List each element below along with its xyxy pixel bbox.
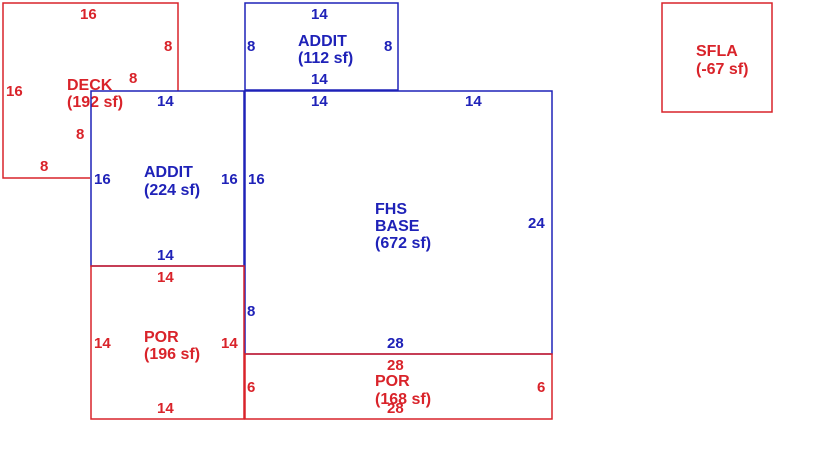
deck-labels: DECK (192 sf) 16 16 8 8 8 8 — [6, 6, 172, 175]
addit-left-area-value: (224 sf) — [144, 182, 200, 199]
base-name-line2: BASE — [375, 218, 420, 235]
deck-dim-top: 16 — [80, 6, 97, 23]
por-left-outline — [90, 265, 245, 420]
por-left-name: POR — [144, 329, 179, 346]
por-bottom-dim-top: 28 — [387, 357, 404, 374]
por-bottom-area-value: (168 sf) — [375, 391, 431, 408]
deck-area — [2, 2, 179, 179]
addit-top-name: ADDIT — [298, 33, 347, 50]
por-bottom-name: POR — [375, 373, 410, 390]
addit-top-dim-bottom: 14 — [311, 71, 328, 88]
deck-dim-left: 16 — [6, 83, 23, 100]
por-left-dim-right: 14 — [221, 335, 238, 352]
addit-top-dim-top: 14 — [311, 6, 328, 23]
base-dim-bottom: 28 — [387, 335, 404, 352]
deck-area-value: (192 sf) — [67, 94, 123, 111]
addit-top-labels: ADDIT (112 sf) 14 14 8 8 — [247, 6, 392, 88]
base-dim-top-right: 14 — [465, 93, 482, 110]
por-bottom-dim-bottom: 28 — [387, 400, 404, 417]
por-bottom-labels: POR (168 sf) 28 28 6 6 — [247, 357, 545, 417]
addit-top-dim-left: 8 — [247, 38, 255, 55]
base-dim-left-upper: 16 — [248, 171, 265, 188]
deck-dim-bottom: 8 — [40, 158, 48, 175]
base-dim-right: 24 — [528, 215, 545, 232]
addit-left-dim-bottom: 14 — [157, 247, 174, 264]
addit-left-name: ADDIT — [144, 164, 193, 181]
addit-left-dim-top: 14 — [157, 93, 174, 110]
por-bottom-outline — [244, 353, 553, 420]
por-bottom-dim-left: 6 — [247, 379, 255, 396]
por-left-dim-top: 14 — [157, 269, 174, 286]
sfla-labels: SFLA (-67 sf) — [696, 43, 748, 78]
base-dim-top-left: 14 — [311, 93, 328, 110]
base-labels: FHS BASE (672 sf) 14 14 16 8 24 28 — [247, 93, 545, 352]
addit-top-area-value: (112 sf) — [298, 50, 353, 67]
deck-dim-right-lower: 8 — [76, 126, 84, 143]
base-name-line1: FHS — [375, 201, 407, 218]
base-area-value: (672 sf) — [375, 235, 431, 252]
addit-left-dim-right: 16 — [221, 171, 238, 188]
por-left-dim-bottom: 14 — [157, 400, 174, 417]
deck-dim-right-mid: 8 — [129, 70, 137, 87]
addit-left-dim-left: 16 — [94, 171, 111, 188]
por-left-dim-left: 14 — [94, 335, 111, 352]
deck-dim-right-upper: 8 — [164, 38, 172, 55]
addit-top-dim-right: 8 — [384, 38, 392, 55]
addit-top-outline — [244, 2, 399, 91]
sfla-name: SFLA — [696, 43, 738, 60]
deck-name: DECK — [67, 77, 113, 94]
sfla-area-value: (-67 sf) — [696, 61, 748, 78]
por-left-labels: POR (196 sf) 14 14 14 14 — [94, 269, 238, 417]
por-bottom-dim-right: 6 — [537, 379, 545, 396]
por-left-area-value: (196 sf) — [144, 346, 200, 363]
sfla-outline — [661, 2, 773, 113]
addit-left-labels: ADDIT (224 sf) 14 14 16 16 — [94, 93, 238, 264]
base-dim-left-lower: 8 — [247, 303, 255, 320]
deck-outline — [2, 2, 179, 179]
